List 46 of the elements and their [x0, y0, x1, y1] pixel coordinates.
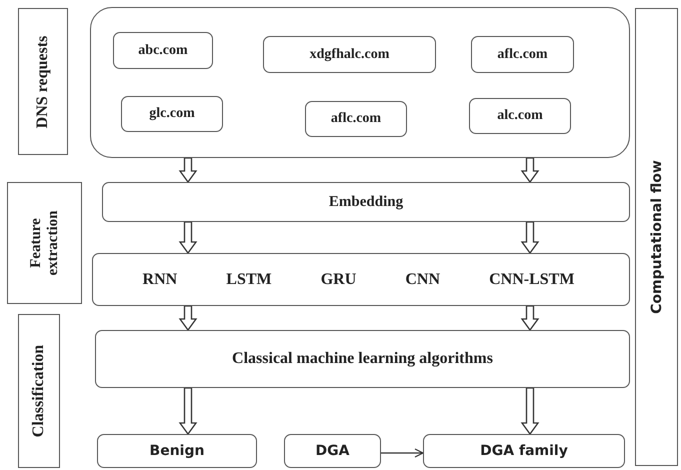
block-arrow: [178, 387, 198, 436]
box-text: Classification: [30, 344, 48, 440]
output-box: [423, 434, 625, 468]
box-text: Feature extraction: [27, 210, 62, 278]
model-name: GRU: [320, 270, 356, 288]
process-box: [95, 330, 630, 388]
block-arrow: [520, 387, 540, 436]
box-text: xdgfhalc.com: [310, 46, 390, 62]
box-text: aflc.com: [330, 111, 382, 127]
process-box: [263, 36, 436, 73]
process-box: [471, 36, 574, 73]
box-text: DNS requests: [34, 34, 52, 130]
block-arrow: [520, 221, 540, 254]
box-text: Benign: [150, 443, 204, 459]
process-box: [102, 182, 630, 222]
model-name: CNN-LSTM: [489, 270, 574, 288]
box-text: Classical machine learning algorithms: [232, 350, 493, 368]
box-text: DGA: [316, 443, 350, 459]
process-box: [121, 96, 223, 132]
flow-label-box: [635, 8, 678, 466]
box-text: glc.com: [149, 106, 195, 122]
stage-label-box: [7, 182, 82, 304]
arrow: [381, 448, 424, 458]
requests-container: [90, 7, 630, 158]
model-name: CNN: [405, 270, 440, 288]
box-text: Embedding: [328, 194, 404, 210]
model-box: [92, 253, 630, 306]
model-name: RNN: [142, 270, 178, 288]
box-text: alc.com: [497, 108, 543, 124]
output-box: [97, 434, 257, 468]
block-arrow: [520, 157, 540, 184]
model-name: LSTM: [226, 270, 272, 288]
process-box: [113, 32, 213, 69]
block-arrow: [178, 305, 198, 332]
stage-label-box: [18, 314, 60, 468]
block-arrow: [178, 157, 198, 184]
box-text: abc.com: [138, 42, 188, 58]
process-box: [305, 101, 407, 137]
output-box: [284, 434, 381, 468]
process-box: [469, 98, 571, 134]
block-arrow: [520, 305, 540, 332]
box-text: DGA family: [480, 443, 568, 459]
block-arrow: [178, 221, 198, 254]
box-text: aflc.com: [497, 46, 548, 62]
box-text: Computational flow: [648, 159, 665, 316]
stage-label-box: [18, 8, 68, 155]
